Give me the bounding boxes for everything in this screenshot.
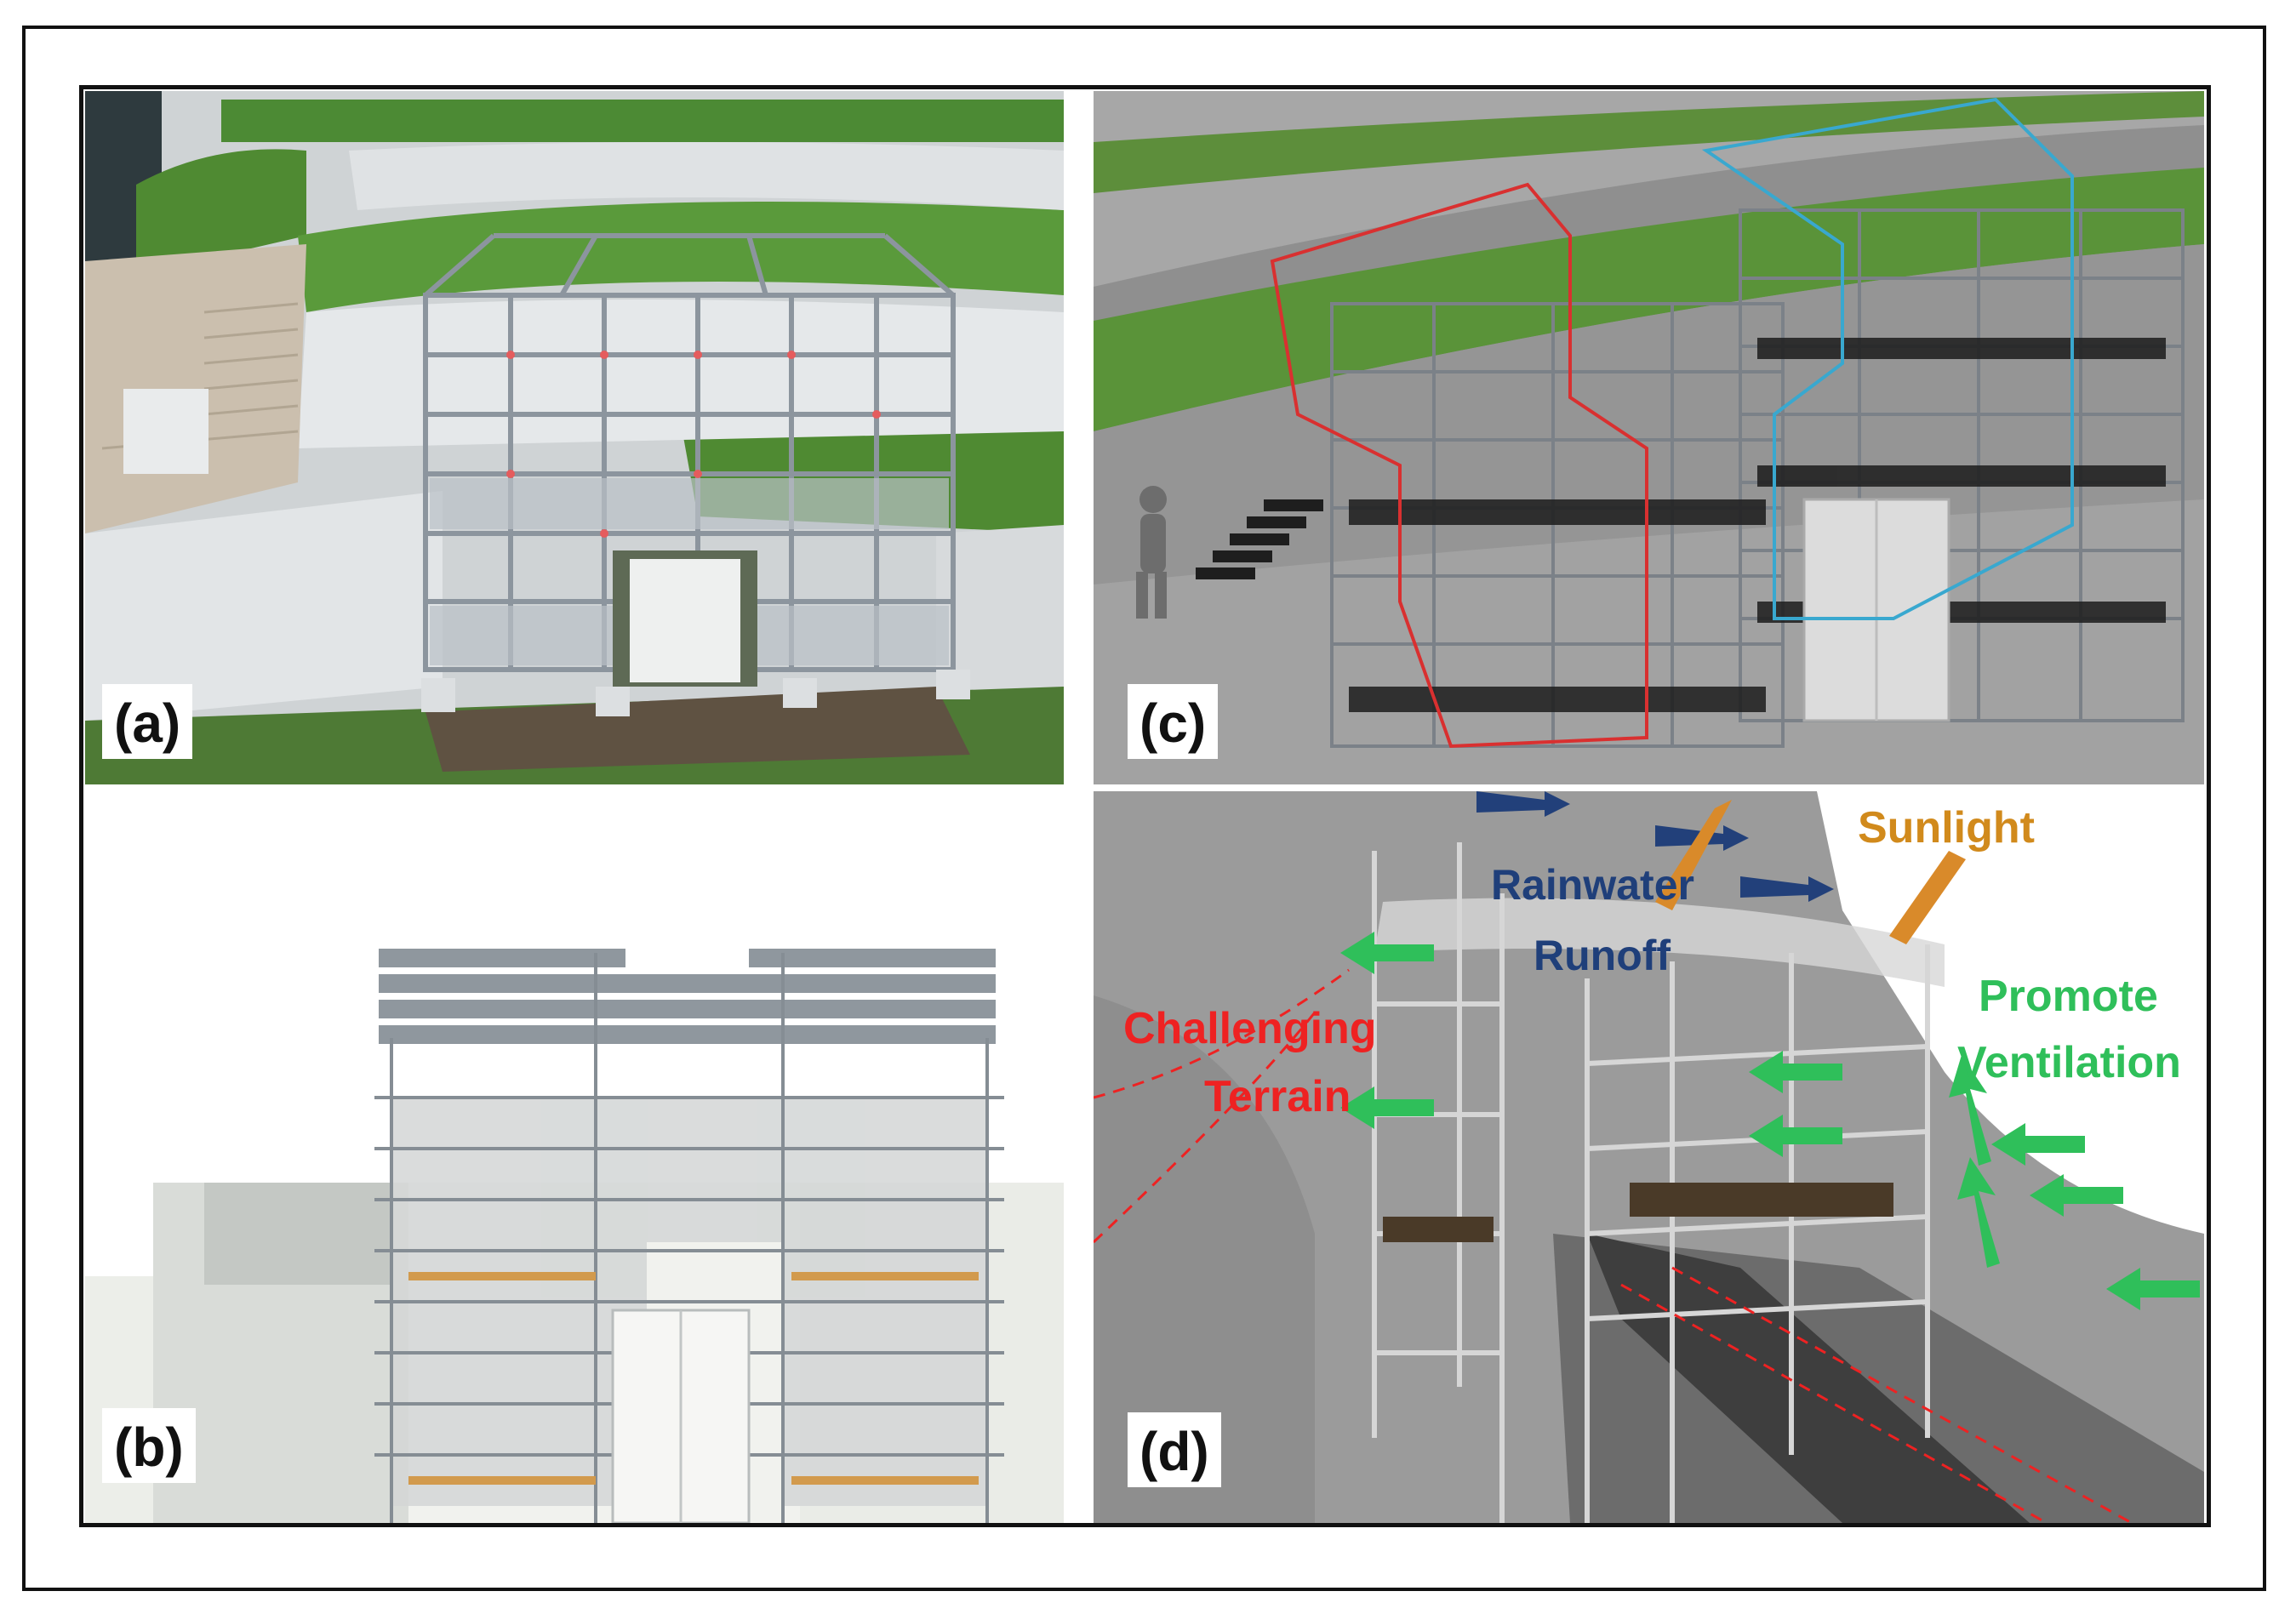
panel-a-illustration — [85, 91, 1064, 784]
panel-c-model: (c) — [1094, 91, 2204, 784]
panel-label-c: (c) — [1128, 684, 1219, 759]
annotation-rainwater-line1: Rainwater — [1491, 861, 1694, 909]
panel-label-d: (d) — [1128, 1412, 1221, 1487]
panel-b-render: (b) — [85, 791, 1064, 1523]
annotation-rainwater-line2: Runoff — [1534, 932, 1671, 979]
panel-a-photo: (a) — [85, 91, 1064, 784]
panel-c-illustration — [1094, 91, 2204, 784]
panel-d-environment: Sunlight Rainwater Runoff Promote Ventil… — [1094, 791, 2204, 1523]
annotation-ventilation-line1: Promote — [1979, 972, 2158, 1021]
annotation-ventilation-line2: Ventilation — [1957, 1038, 2181, 1087]
annotation-terrain-line1: Challenging — [1123, 1004, 1377, 1053]
annotation-sunlight: Sunlight — [1858, 803, 2035, 853]
annotation-terrain-line2: Terrain — [1204, 1072, 1351, 1121]
panel-label-b: (b) — [102, 1408, 196, 1483]
panel-d-illustration — [1094, 791, 2204, 1523]
panel-b-illustration — [85, 791, 1064, 1523]
panel-label-a: (a) — [102, 684, 193, 759]
